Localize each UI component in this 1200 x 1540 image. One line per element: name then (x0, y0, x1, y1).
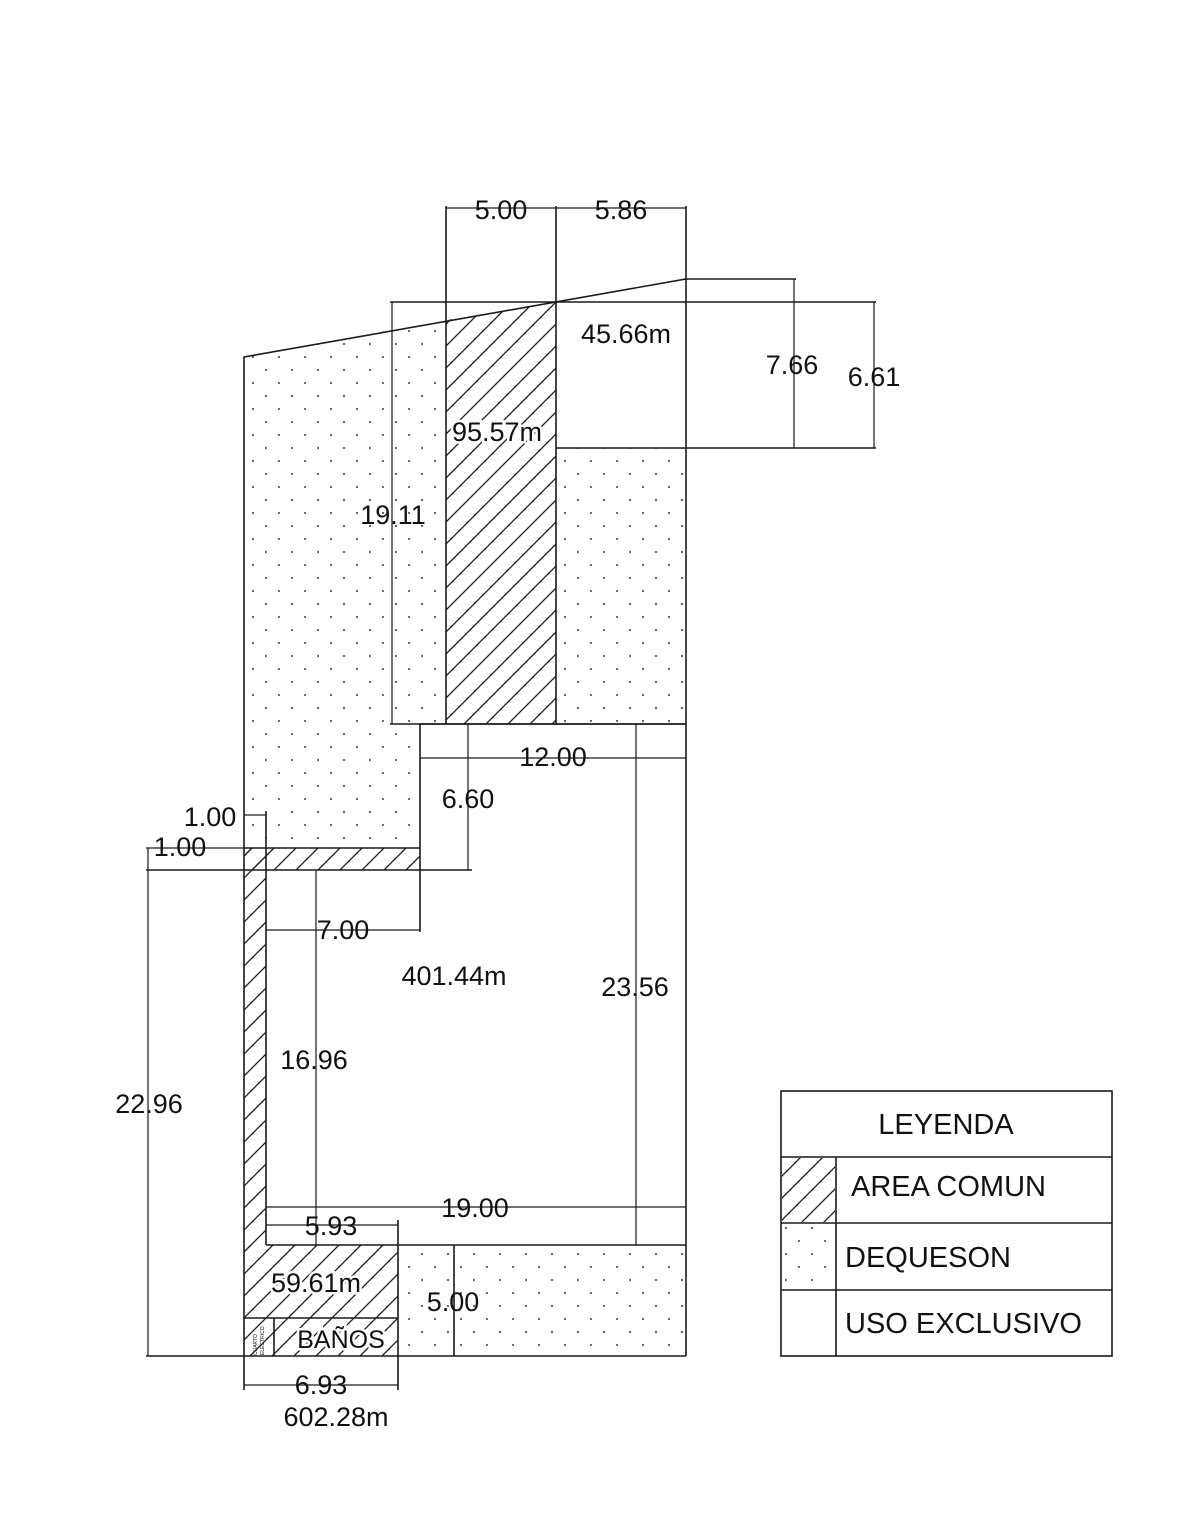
dim-right-height-outer: 7.66 (766, 350, 819, 380)
dim-middle-width: 12.00 (519, 742, 587, 772)
legend-swatch-dots (782, 1224, 835, 1289)
dim-left-strip-height: 19.11 (360, 500, 426, 530)
dequeson-bottom-zone (398, 1245, 686, 1356)
dim-top-right-width: 5.86 (595, 195, 648, 225)
common-area-corridor (244, 848, 420, 870)
dim-inner-width: 7.00 (317, 915, 370, 945)
dim-bottom-width: 19.00 (441, 1193, 509, 1223)
legend-title: LEYENDA (878, 1109, 1014, 1141)
dim-small-offset-2: 1.00 (154, 832, 207, 862)
dim-bottom-total-width: 6.93 (295, 1370, 348, 1400)
dequeson-zones (244, 320, 686, 1356)
legend-label-dequeson: DEQUESON (845, 1242, 1011, 1274)
area-top-exclusive: 45.66m (581, 319, 671, 349)
legend-label-area-comun: AREA COMUN (851, 1171, 1046, 1203)
dimension-labels: 5.00 5.86 7.66 6.61 19.11 12.00 6.60 1.0… (115, 195, 900, 1400)
legend-swatch-hatch (782, 1158, 835, 1222)
dim-left-height-inner: 16.96 (280, 1045, 348, 1075)
room-cuarto-electrico-label: CUARTO ELECTRICO (253, 1326, 266, 1355)
dim-left-height-total: 22.96 (115, 1089, 183, 1119)
area-total: 602.28m (283, 1402, 388, 1432)
common-area-left-strip (244, 848, 266, 1248)
plan-outlines (146, 206, 876, 1390)
area-bottom-common: 59.61m (271, 1268, 361, 1298)
outer-boundary (243, 278, 687, 1356)
area-labels: 95.57m 45.66m 401.44m 59.61m 602.28m BAÑ… (253, 319, 671, 1432)
area-main-exclusive: 401.44m (401, 961, 506, 991)
area-top-common: 95.57m (452, 417, 542, 447)
svg-text:CUARTO: CUARTO (253, 1334, 259, 1355)
legend-swatch-blank (782, 1291, 835, 1355)
common-area-top-strip (446, 302, 556, 724)
room-banos-label: BAÑOS (297, 1325, 385, 1354)
dimension-lines (146, 207, 875, 1386)
common-area-bottom (244, 1245, 398, 1356)
common-area-zones (244, 302, 556, 1356)
dim-bottom-strip-height: 5.00 (427, 1287, 480, 1317)
dequeson-left-zone (244, 320, 446, 848)
dim-small-offset-1: 1.00 (184, 802, 237, 832)
dim-top-left-width: 5.00 (475, 195, 528, 225)
dim-right-height-inner: 6.61 (848, 362, 901, 392)
dequeson-right-zone (556, 448, 686, 724)
legend: LEYENDA AREA COMUN DEQUESON USO EXCLUSIV… (780, 1090, 1113, 1357)
dim-step-height: 6.60 (442, 784, 495, 814)
dim-right-height-main: 23.56 (601, 972, 669, 1002)
dim-bottom-small-width: 5.93 (305, 1211, 358, 1241)
svg-text:ELECTRICO: ELECTRICO (260, 1326, 266, 1355)
legend-label-uso-exclusivo: USO EXCLUSIVO (845, 1308, 1082, 1340)
